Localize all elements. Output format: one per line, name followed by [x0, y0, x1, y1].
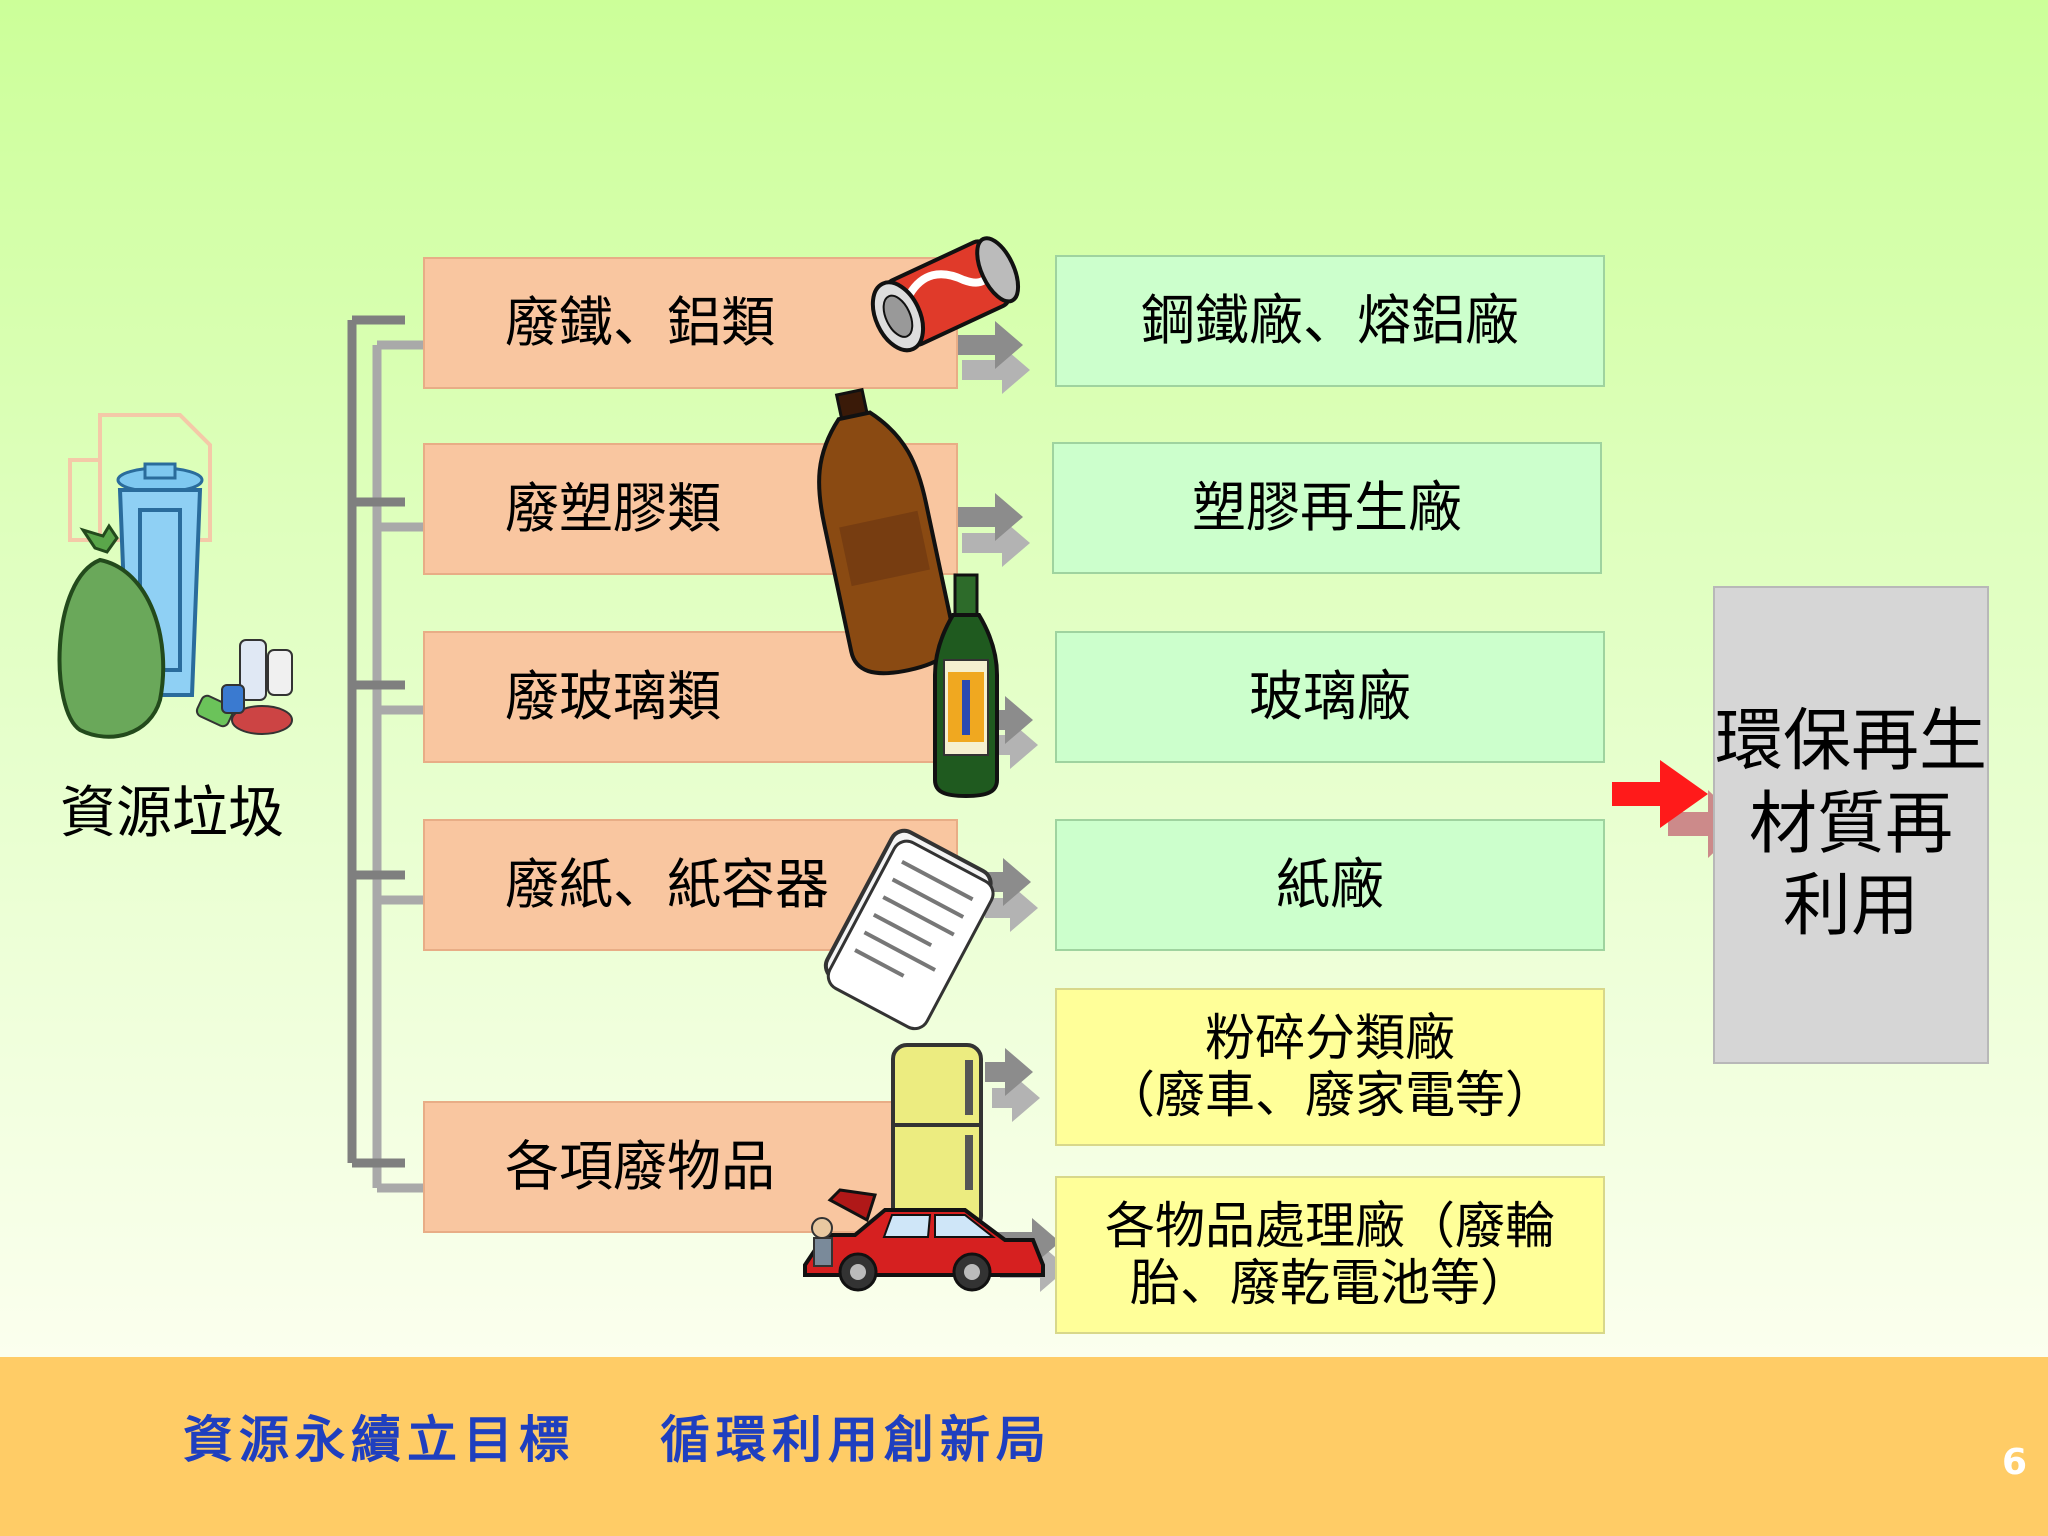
arrow-4-shadow [985, 884, 1038, 932]
facility-label: 紙廠 [1276, 852, 1384, 916]
arrow-1-shadow [962, 346, 1030, 394]
category-label: 廢塑膠類 [505, 476, 721, 540]
bracket [347, 315, 405, 1168]
category-label: 各項廢物品 [505, 1134, 775, 1198]
footer-bar [0, 1357, 2048, 1536]
arrow-1 [955, 321, 1023, 369]
arrow-5-shadow [992, 1074, 1040, 1122]
plastic-bottle-icon [817, 387, 956, 676]
facility-line2: 胎、廢乾電池等） [1130, 1254, 1530, 1312]
newspaper-icon [823, 828, 995, 1031]
footer-slogan-1: 資源永續立目標 [183, 1411, 575, 1469]
result-line1: 環保再生 [1715, 701, 1988, 781]
result-box: 環保再生 材質再 利用 [1713, 586, 1989, 1064]
facility-label: 鋼鐵廠、熔鋁廠 [1141, 288, 1519, 352]
footer-slogan-2: 循環利用創新局 [660, 1411, 1052, 1469]
facility-label: 玻璃廠 [1249, 664, 1411, 728]
category-label: 廢鐵、鋁類 [505, 290, 775, 354]
facility-glass: 玻璃廠 [1055, 631, 1605, 763]
facility-line1: 粉碎分類廠 [1205, 1008, 1455, 1067]
facility-steel: 鋼鐵廠、熔鋁廠 [1055, 255, 1605, 387]
facility-shredding: 粉碎分類廠 （廢車、廢家電等） [1055, 988, 1605, 1146]
page-number: 6 [2002, 1442, 2028, 1483]
slide-background [0, 0, 2048, 1357]
result-line3: 利用 [1782, 867, 1919, 947]
car-icon [803, 1188, 1045, 1292]
refrigerator-icon [891, 1043, 983, 1232]
category-metal: 廢鐵、鋁類 [423, 257, 958, 389]
facility-line2: （廢車、廢家電等） [1105, 1066, 1555, 1124]
arrow-3 [993, 696, 1033, 744]
arrow-5 [985, 1048, 1033, 1096]
facility-label: 塑膠再生廠 [1192, 475, 1462, 539]
garbage-bag-icon [57, 523, 166, 739]
arrow-4 [978, 858, 1031, 906]
facility-plastic: 塑膠再生廠 [1052, 442, 1602, 574]
flow-arrows [955, 321, 1744, 1292]
arrow-2 [955, 493, 1023, 541]
recyclables-icon [195, 639, 293, 735]
crushed-can-icon [870, 236, 1021, 353]
bracket-shadow [372, 340, 430, 1193]
facility-processing: 各物品處理廠（廢輪 胎、廢乾電池等） [1055, 1176, 1605, 1334]
result-line2: 材質再 [1748, 784, 1953, 864]
category-label: 廢玻璃類 [505, 664, 721, 728]
origin-label: 資源垃圾 [60, 781, 284, 846]
category-glass: 廢玻璃類 [423, 631, 958, 763]
category-label: 廢紙、紙容器 [505, 852, 829, 916]
arrow-2-shadow [962, 519, 1030, 567]
glass-bottle-icon [933, 573, 999, 799]
arrow-3-shadow [998, 721, 1038, 769]
facility-paper: 紙廠 [1055, 819, 1605, 951]
result-arrow [1612, 760, 1708, 828]
facility-line1: 各物品處理廠（廢輪 [1105, 1196, 1555, 1255]
